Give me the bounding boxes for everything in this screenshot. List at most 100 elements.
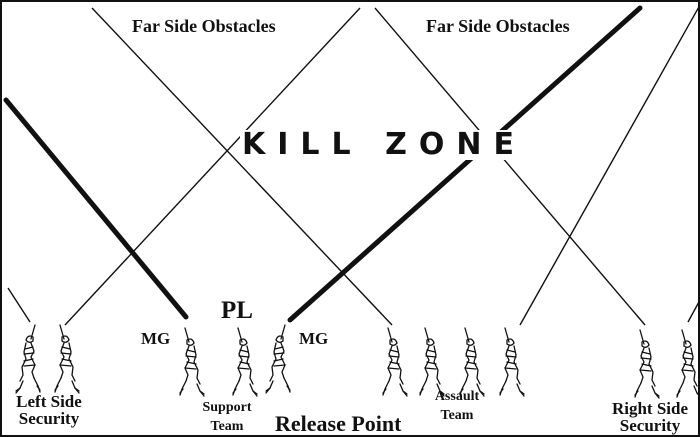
- soldier-stroke: [641, 340, 650, 348]
- fire-line: [374, 7, 646, 326]
- soldier-stroke: [387, 349, 400, 370]
- soldier-stroke: [275, 335, 284, 343]
- mg-left-label: MG: [141, 329, 171, 348]
- soldier-figure-left-security: [54, 324, 80, 394]
- assault-team-line2: Team: [440, 407, 474, 423]
- soldier-stroke: [30, 342, 36, 379]
- soldier-stroke: [396, 345, 404, 385]
- right-side-security-label: Right Side Security: [600, 400, 700, 434]
- soldier-stroke: [54, 377, 80, 394]
- soldier-stroke: [389, 338, 398, 346]
- soldier-stroke: [280, 342, 286, 379]
- soldier-stroke: [690, 347, 698, 387]
- soldier-stroke: [681, 347, 687, 384]
- soldier-stroke: [232, 388, 258, 395]
- soldier-stroke: [382, 388, 408, 395]
- soldier-stroke: [681, 351, 694, 372]
- soldier-stroke: [634, 382, 660, 399]
- soldier-stroke: [186, 338, 195, 346]
- soldier-stroke: [382, 380, 408, 397]
- soldier-stroke: [504, 345, 510, 382]
- soldier-stroke: [648, 347, 656, 387]
- soldier-stroke: [499, 380, 525, 397]
- soldier-stroke: [459, 388, 485, 395]
- soldier-stroke: [424, 345, 430, 382]
- kill-zone-label: KILL ZONE: [240, 127, 528, 162]
- soldier-stroke: [464, 345, 470, 382]
- soldier-stroke: [513, 345, 521, 385]
- soldier-figure-assault-team: [459, 327, 485, 397]
- soldier-stroke: [499, 388, 525, 395]
- fire-line: [7, 287, 31, 323]
- soldier-stroke: [424, 349, 437, 370]
- soldier-figure-support-team: [232, 327, 258, 397]
- mg-fire-lines: [3, 5, 643, 323]
- assault-team-label: Assault Team: [425, 388, 489, 426]
- fire-line: [519, 4, 700, 326]
- soldier-figure-support-team: [179, 327, 205, 397]
- soldier-stroke: [15, 385, 41, 392]
- platoon-leader-label: PL: [221, 297, 253, 324]
- soldier-figure-right-security: [634, 329, 660, 399]
- soldier-stroke: [59, 346, 72, 367]
- soldier-figure-left-security: [15, 324, 41, 394]
- soldier-stroke: [473, 345, 481, 385]
- soldier-stroke: [184, 345, 190, 382]
- soldier-stroke: [193, 345, 201, 385]
- support-team-label: Support Team: [189, 399, 265, 437]
- soldier-stroke: [25, 335, 34, 343]
- left-side-security-label: Left Side Security: [6, 393, 92, 427]
- soldier-stroke: [59, 342, 65, 379]
- right-side-security-line2: Security: [619, 416, 681, 435]
- mg-left-fire-line: [3, 97, 189, 320]
- soldier-stroke: [237, 349, 250, 370]
- soldier-stroke: [273, 346, 286, 367]
- soldier-stroke: [237, 345, 243, 382]
- soldier-stroke: [466, 338, 475, 346]
- soldier-figure-right-security: [676, 329, 700, 398]
- sector-lines: [7, 4, 700, 326]
- soldier-stroke: [504, 349, 517, 370]
- soldier-stroke: [426, 338, 435, 346]
- assault-team-line1: Assault: [434, 389, 480, 404]
- far-side-obstacles-right-label: Far Side Obstacles: [426, 16, 570, 36]
- soldier-stroke: [15, 377, 41, 394]
- fire-line: [64, 7, 361, 326]
- far-side-obstacles-left-label: Far Side Obstacles: [132, 16, 276, 36]
- fire-line: [687, 299, 700, 323]
- soldier-stroke: [239, 338, 248, 346]
- soldier-stroke: [634, 390, 660, 397]
- soldier-stroke: [676, 390, 700, 397]
- soldier-stroke: [54, 385, 80, 392]
- right-side-security-line1: Right Side: [611, 399, 689, 418]
- release-point-label: Release Point: [275, 411, 402, 436]
- mg-right-fire-line: [287, 5, 643, 323]
- soldier-stroke: [464, 349, 477, 370]
- soldier-stroke: [683, 340, 692, 348]
- soldier-stroke: [265, 385, 291, 392]
- soldier-stroke: [68, 342, 76, 382]
- soldier-stroke: [179, 388, 205, 395]
- soldier-stroke: [387, 345, 393, 382]
- soldier-stroke: [639, 347, 645, 384]
- soldier-stroke: [184, 349, 197, 370]
- soldier-figure-assault-team: [382, 327, 408, 397]
- soldier-stroke: [23, 346, 36, 367]
- soldier-stroke: [506, 338, 515, 346]
- soldier-stroke: [61, 335, 70, 343]
- soldier-stroke: [19, 342, 27, 382]
- soldier-stroke: [246, 345, 254, 385]
- left-side-security-line2: Security: [18, 409, 80, 428]
- soldier-stroke: [419, 388, 445, 395]
- soldier-stroke: [232, 380, 258, 397]
- soldier-stroke: [265, 377, 291, 394]
- soldier-stroke: [639, 351, 652, 372]
- support-team-line2: Team: [210, 418, 244, 434]
- soldier-figure-support-team: [265, 324, 291, 394]
- soldier-figure-assault-team: [419, 327, 445, 397]
- support-team-line1: Support: [202, 400, 252, 415]
- soldier-stroke: [179, 380, 205, 397]
